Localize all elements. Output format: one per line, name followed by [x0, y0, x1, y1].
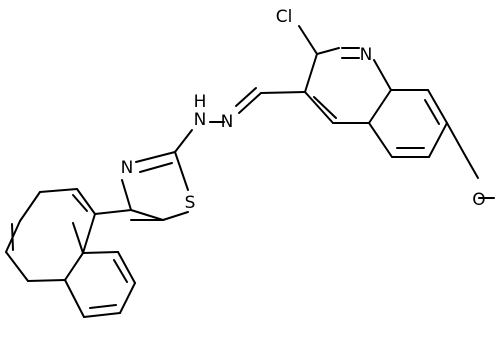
bond — [373, 59, 392, 91]
bond — [428, 122, 448, 158]
bond — [260, 91, 306, 94]
bond — [174, 151, 189, 191]
bond — [82, 213, 96, 254]
bond — [39, 188, 78, 193]
naphthalene-bonds — [5, 188, 136, 318]
bond — [11, 223, 14, 251]
bond — [82, 251, 119, 254]
hydrazone-hydrogen-label: H — [194, 92, 207, 112]
bond — [238, 92, 262, 114]
bond — [72, 194, 88, 212]
bond — [5, 251, 29, 282]
bond — [64, 279, 85, 318]
bond — [76, 188, 96, 215]
bond — [72, 222, 84, 254]
bond — [313, 96, 337, 119]
quinoline-bonds — [298, 25, 495, 199]
bond — [117, 251, 136, 284]
atom-labels: Cl N O N H N N S — [121, 7, 486, 213]
bond — [64, 252, 84, 281]
thiazole-sulfur-label: S — [185, 193, 196, 213]
bond — [304, 91, 334, 124]
hydrazone-bonds — [174, 87, 306, 153]
bond — [446, 122, 467, 158]
thiazole-bonds — [121, 151, 189, 221]
hydrazone-nh-nitrogen-label: N — [194, 110, 207, 130]
bond — [298, 25, 318, 55]
bond — [162, 211, 189, 221]
bond — [121, 179, 132, 211]
bond — [368, 122, 393, 158]
chlorine-atom-label: Cl — [276, 7, 293, 27]
bond — [83, 312, 121, 318]
bond — [139, 162, 173, 173]
bond — [304, 53, 318, 93]
methoxy-oxygen-label: O — [472, 190, 485, 210]
bond — [316, 47, 340, 55]
bond — [119, 282, 136, 314]
bond — [135, 151, 176, 163]
bond — [174, 129, 193, 153]
hydrazone-imine-nitrogen-label: N — [221, 112, 234, 132]
bond — [19, 191, 41, 222]
bond — [368, 89, 392, 124]
quinoline-nitrogen-label: N — [360, 45, 373, 65]
bond — [465, 156, 479, 179]
bond — [235, 87, 257, 107]
bond — [27, 279, 66, 282]
bond — [89, 304, 117, 309]
bond — [94, 209, 132, 215]
bond — [427, 89, 448, 124]
bond — [113, 259, 128, 283]
bond — [130, 209, 164, 221]
thiazole-nitrogen-label: N — [121, 158, 134, 178]
bond — [424, 99, 440, 125]
